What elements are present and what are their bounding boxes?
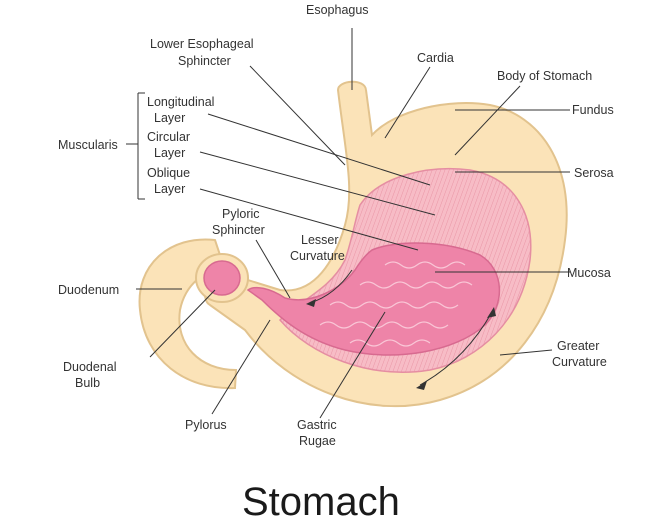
label-bulb-line1: Duodenal	[63, 360, 117, 374]
greater-curvature-arrow	[419, 311, 493, 386]
label-lesser-line2: Curvature	[290, 249, 345, 263]
greater-curvature-arrowhead-top	[487, 307, 496, 318]
label-oblique-line2: Layer	[154, 182, 185, 196]
label-lesser-line1: Lesser	[301, 233, 339, 247]
label-muscularis: Muscularis	[58, 138, 118, 152]
label-mucosa: Mucosa	[567, 266, 611, 280]
greater-curvature-arrowhead-bottom	[416, 381, 427, 390]
label-fundus: Fundus	[572, 103, 614, 117]
label-pyloric-line1: Pyloric	[222, 207, 260, 221]
label-les-line2: Sphincter	[178, 54, 231, 68]
duodenal-bulb-inner	[203, 260, 241, 296]
diagram-title: Stomach	[242, 480, 400, 524]
gastric-rugae	[319, 261, 473, 347]
label-esophagus: Esophagus	[306, 3, 369, 17]
lesser-curvature-arrowhead	[306, 299, 316, 307]
label-pylorus: Pylorus	[185, 418, 227, 432]
label-longitudinal-line1: Longitudinal	[147, 95, 214, 109]
label-longitudinal-line2: Layer	[154, 111, 185, 125]
label-oblique-line1: Oblique	[147, 166, 190, 180]
leader-lines	[126, 28, 570, 419]
label-rugae-line1: Gastric	[297, 418, 337, 432]
label-duodenum: Duodenum	[58, 283, 119, 297]
label-serosa: Serosa	[574, 166, 614, 180]
label-greater-line1: Greater	[557, 339, 599, 353]
label-body-of-stomach: Body of Stomach	[497, 69, 592, 83]
label-pyloric-line2: Sphincter	[212, 223, 265, 237]
label-greater-line2: Curvature	[552, 355, 607, 369]
label-circular-line2: Layer	[154, 146, 185, 160]
label-circular-line1: Circular	[147, 130, 190, 144]
label-rugae-line2: Rugae	[299, 434, 336, 448]
label-cardia: Cardia	[417, 51, 454, 65]
label-bulb-line2: Bulb	[75, 376, 100, 390]
label-les-line1: Lower Esophageal	[150, 37, 254, 51]
duodenum-tube	[138, 238, 238, 390]
